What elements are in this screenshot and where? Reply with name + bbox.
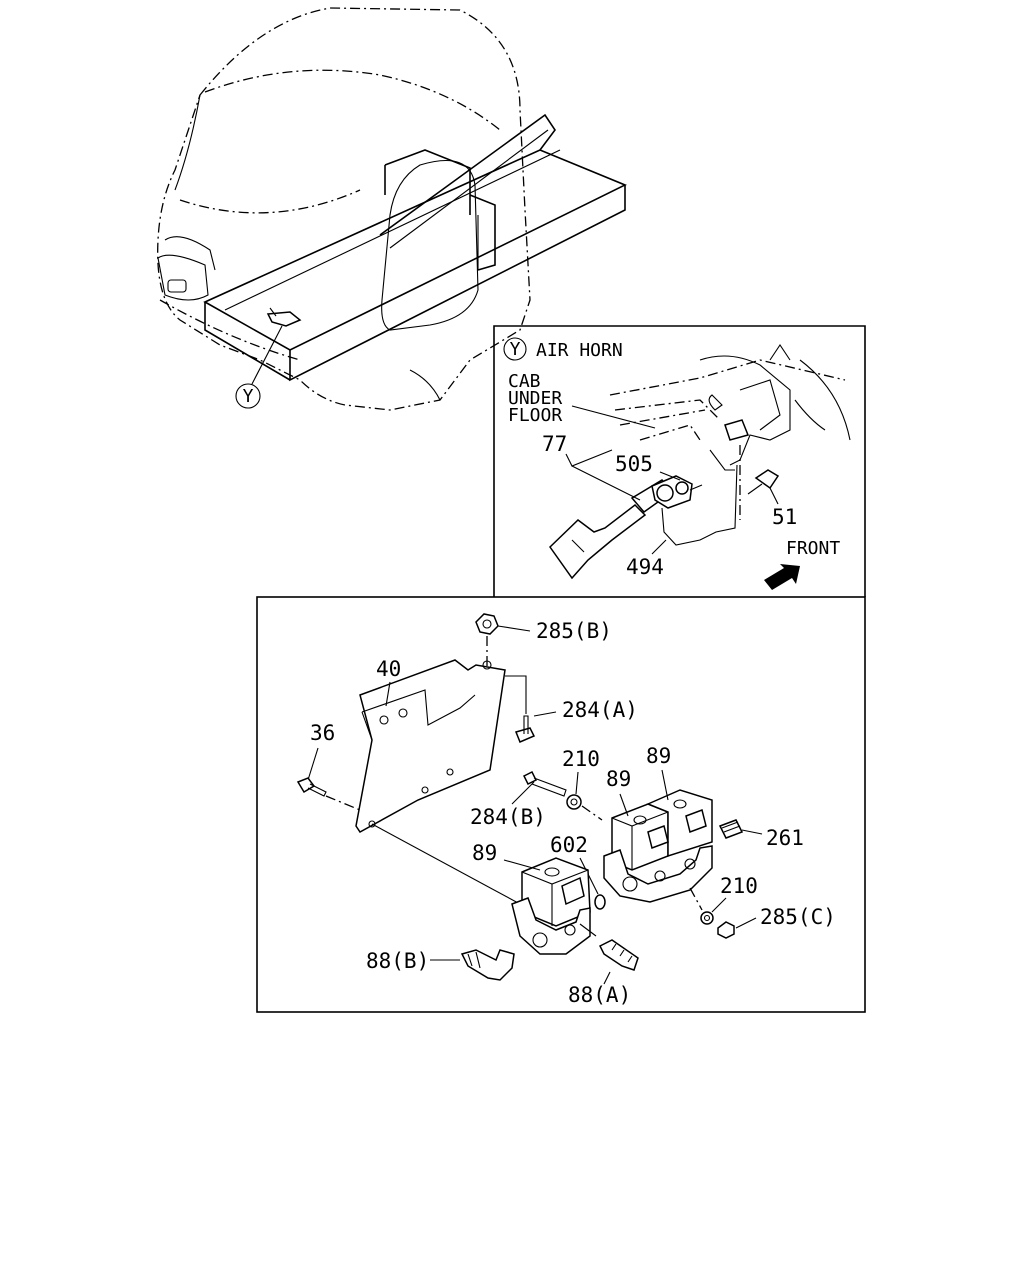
callout-washer-210-right: 210 xyxy=(720,874,758,898)
callout-bolt-284a: 284(A) xyxy=(562,698,638,722)
detail-y-air-horn-panel: Y AIR HORN CAB UNDER FLOOR 77 xyxy=(493,325,866,597)
bracket-40 xyxy=(355,659,506,833)
callout-nut-285b: 285(B) xyxy=(536,619,612,643)
callout-bolt-284b: 284(B) xyxy=(470,805,546,829)
connector-88a xyxy=(598,939,639,971)
detail-marker-y: Y xyxy=(510,339,521,360)
elbow-88b xyxy=(460,949,515,981)
callout-harness-494: 494 xyxy=(626,555,664,579)
callout-valve-89-right: 89 xyxy=(646,744,671,768)
callout-elbow-88b: 88(B) xyxy=(366,949,429,973)
location-line-2: UNDER xyxy=(508,388,562,409)
callout-washer-210-top: 210 xyxy=(562,747,600,771)
callout-fitting-261: 261 xyxy=(766,826,804,850)
callout-nut-285c: 285(C) xyxy=(760,905,836,929)
detail-valve-assembly-panel: 285(B) 40 284(A) 36 284(B) 210 xyxy=(256,596,866,1013)
callout-connector-88a: 88(A) xyxy=(568,983,631,1007)
callout-bolt-36: 36 xyxy=(310,721,335,745)
detail-title-air-horn: AIR HORN xyxy=(536,340,623,361)
truck-cab-overview: Y xyxy=(157,7,627,411)
nut-285b-top xyxy=(475,613,499,635)
location-line-1: CAB xyxy=(508,371,541,392)
front-direction-label: FRONT xyxy=(786,538,840,559)
callout-horn-77: 77 xyxy=(542,432,567,456)
front-arrow-icon xyxy=(764,564,800,590)
callout-valve-89-lower: 89 xyxy=(472,841,497,865)
callout-oring-602: 602 xyxy=(550,833,588,857)
view-marker-y: Y xyxy=(243,386,254,407)
location-line-3: FLOOR xyxy=(508,405,562,426)
callout-bracket-40: 40 xyxy=(376,657,401,681)
callout-valve-89-left: 89 xyxy=(606,767,631,791)
callout-bolt-51: 51 xyxy=(772,505,797,529)
callout-nut-505: 505 xyxy=(615,452,653,476)
